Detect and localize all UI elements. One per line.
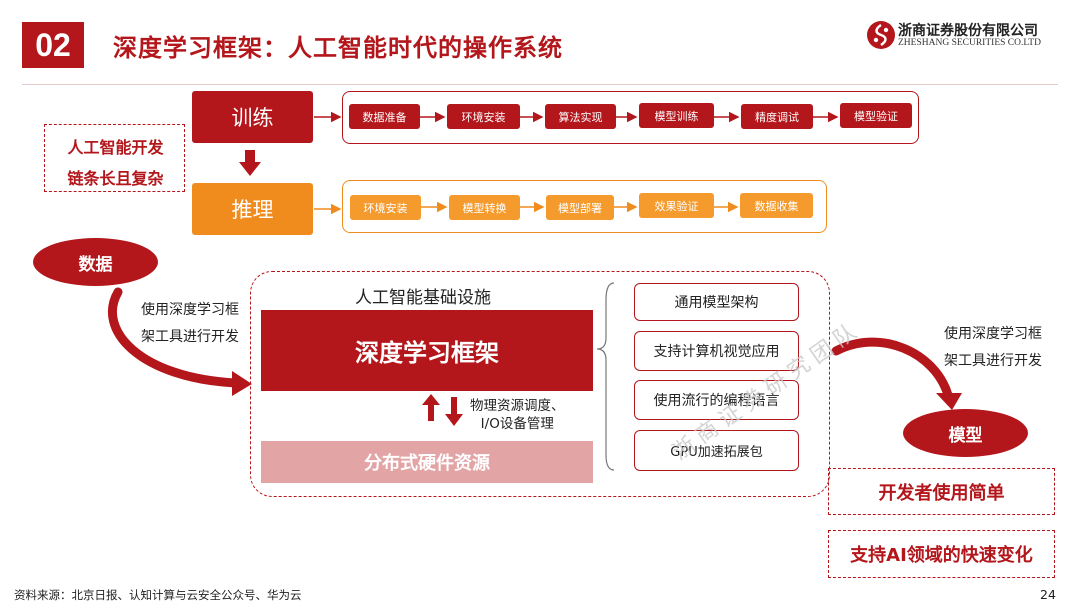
training-steps-panel — [342, 91, 919, 144]
framework-to-model-arrow — [831, 337, 953, 400]
model-desc-line-2: 架工具进行开发 — [944, 353, 1042, 369]
benefit-box: 开发者使用简单 — [828, 468, 1055, 515]
page-number: 24 — [1040, 587, 1056, 602]
resource-line-1: 物理资源调度、 — [470, 398, 565, 414]
data-desc-line-1: 使用深度学习框 — [141, 302, 239, 318]
resource-line-2: I/O设备管理 — [480, 416, 554, 432]
training-step: 环境安装 — [447, 104, 520, 129]
deep-learning-framework-box: 深度学习框架 — [261, 310, 593, 391]
training-step: 模型训练 — [639, 103, 714, 128]
logo-company-name: 浙商证券股份有限公司 — [898, 23, 1038, 39]
data-node: 数据 — [33, 238, 158, 286]
feature-bracket — [596, 282, 615, 471]
training-step: 模型验证 — [840, 103, 912, 128]
framework-label: 深度学习框架 — [355, 339, 499, 367]
section-number-badge: 02 — [22, 22, 84, 68]
training-stage-box: 训练 — [192, 91, 313, 143]
data-desc-line-2: 架工具进行开发 — [141, 329, 239, 345]
inference-step: 数据收集 — [740, 193, 813, 218]
training-step: 精度调试 — [741, 104, 813, 129]
data-label: 数据 — [78, 254, 113, 275]
complexity-line-1: 人工智能开发 — [67, 138, 164, 157]
inference-label: 推理 — [231, 198, 274, 222]
inference-step: 模型转换 — [449, 195, 520, 220]
complexity-line-2: 链条长且复杂 — [67, 169, 164, 188]
model-desc-line-1: 使用深度学习框 — [944, 326, 1042, 342]
header-divider — [22, 84, 1058, 85]
data-to-framework-arrow — [108, 287, 241, 388]
resource-management-text: 物理资源调度、 I/O设备管理 — [470, 397, 565, 433]
infrastructure-title: 人工智能基础设施 — [355, 288, 491, 308]
inference-step: 环境安装 — [350, 195, 421, 220]
page-title: 深度学习框架：人工智能时代的操作系统 — [113, 34, 563, 62]
hardware-label: 分布式硬件资源 — [364, 453, 490, 474]
training-label: 训练 — [231, 106, 274, 130]
inference-stage-box: 推理 — [192, 183, 313, 235]
resource-up-arrow — [428, 403, 434, 421]
feature-box: 支持计算机视觉应用 — [634, 331, 799, 371]
train-to-infer-arrow — [245, 150, 255, 164]
inference-step: 效果验证 — [639, 193, 714, 218]
benefit-box: 支持AI领域的快速变化 — [828, 530, 1055, 578]
feature-box: 通用模型架构 — [634, 283, 799, 321]
feature-box: GPU加速拓展包 — [634, 430, 799, 471]
training-step: 数据准备 — [349, 104, 420, 129]
zheshang-logo-icon — [867, 21, 895, 49]
logo-company-name-en: ZHESHANG SECURITIES CO.LTD — [898, 38, 1041, 48]
complexity-note-box: 人工智能开发 链条长且复杂 — [44, 124, 185, 192]
training-step: 算法实现 — [545, 104, 616, 129]
inference-steps-panel — [342, 180, 827, 233]
feature-box: 使用流行的编程语言 — [634, 380, 799, 420]
resource-down-arrow — [451, 397, 457, 415]
distributed-hardware-box: 分布式硬件资源 — [261, 441, 593, 483]
source-note: 资料来源：北京日报、认知计算与云安全公众号、华为云 — [14, 588, 302, 602]
infrastructure-frame — [250, 271, 830, 497]
model-label: 模型 — [948, 425, 983, 446]
inference-step: 模型部署 — [546, 195, 614, 220]
model-node: 模型 — [903, 409, 1028, 457]
